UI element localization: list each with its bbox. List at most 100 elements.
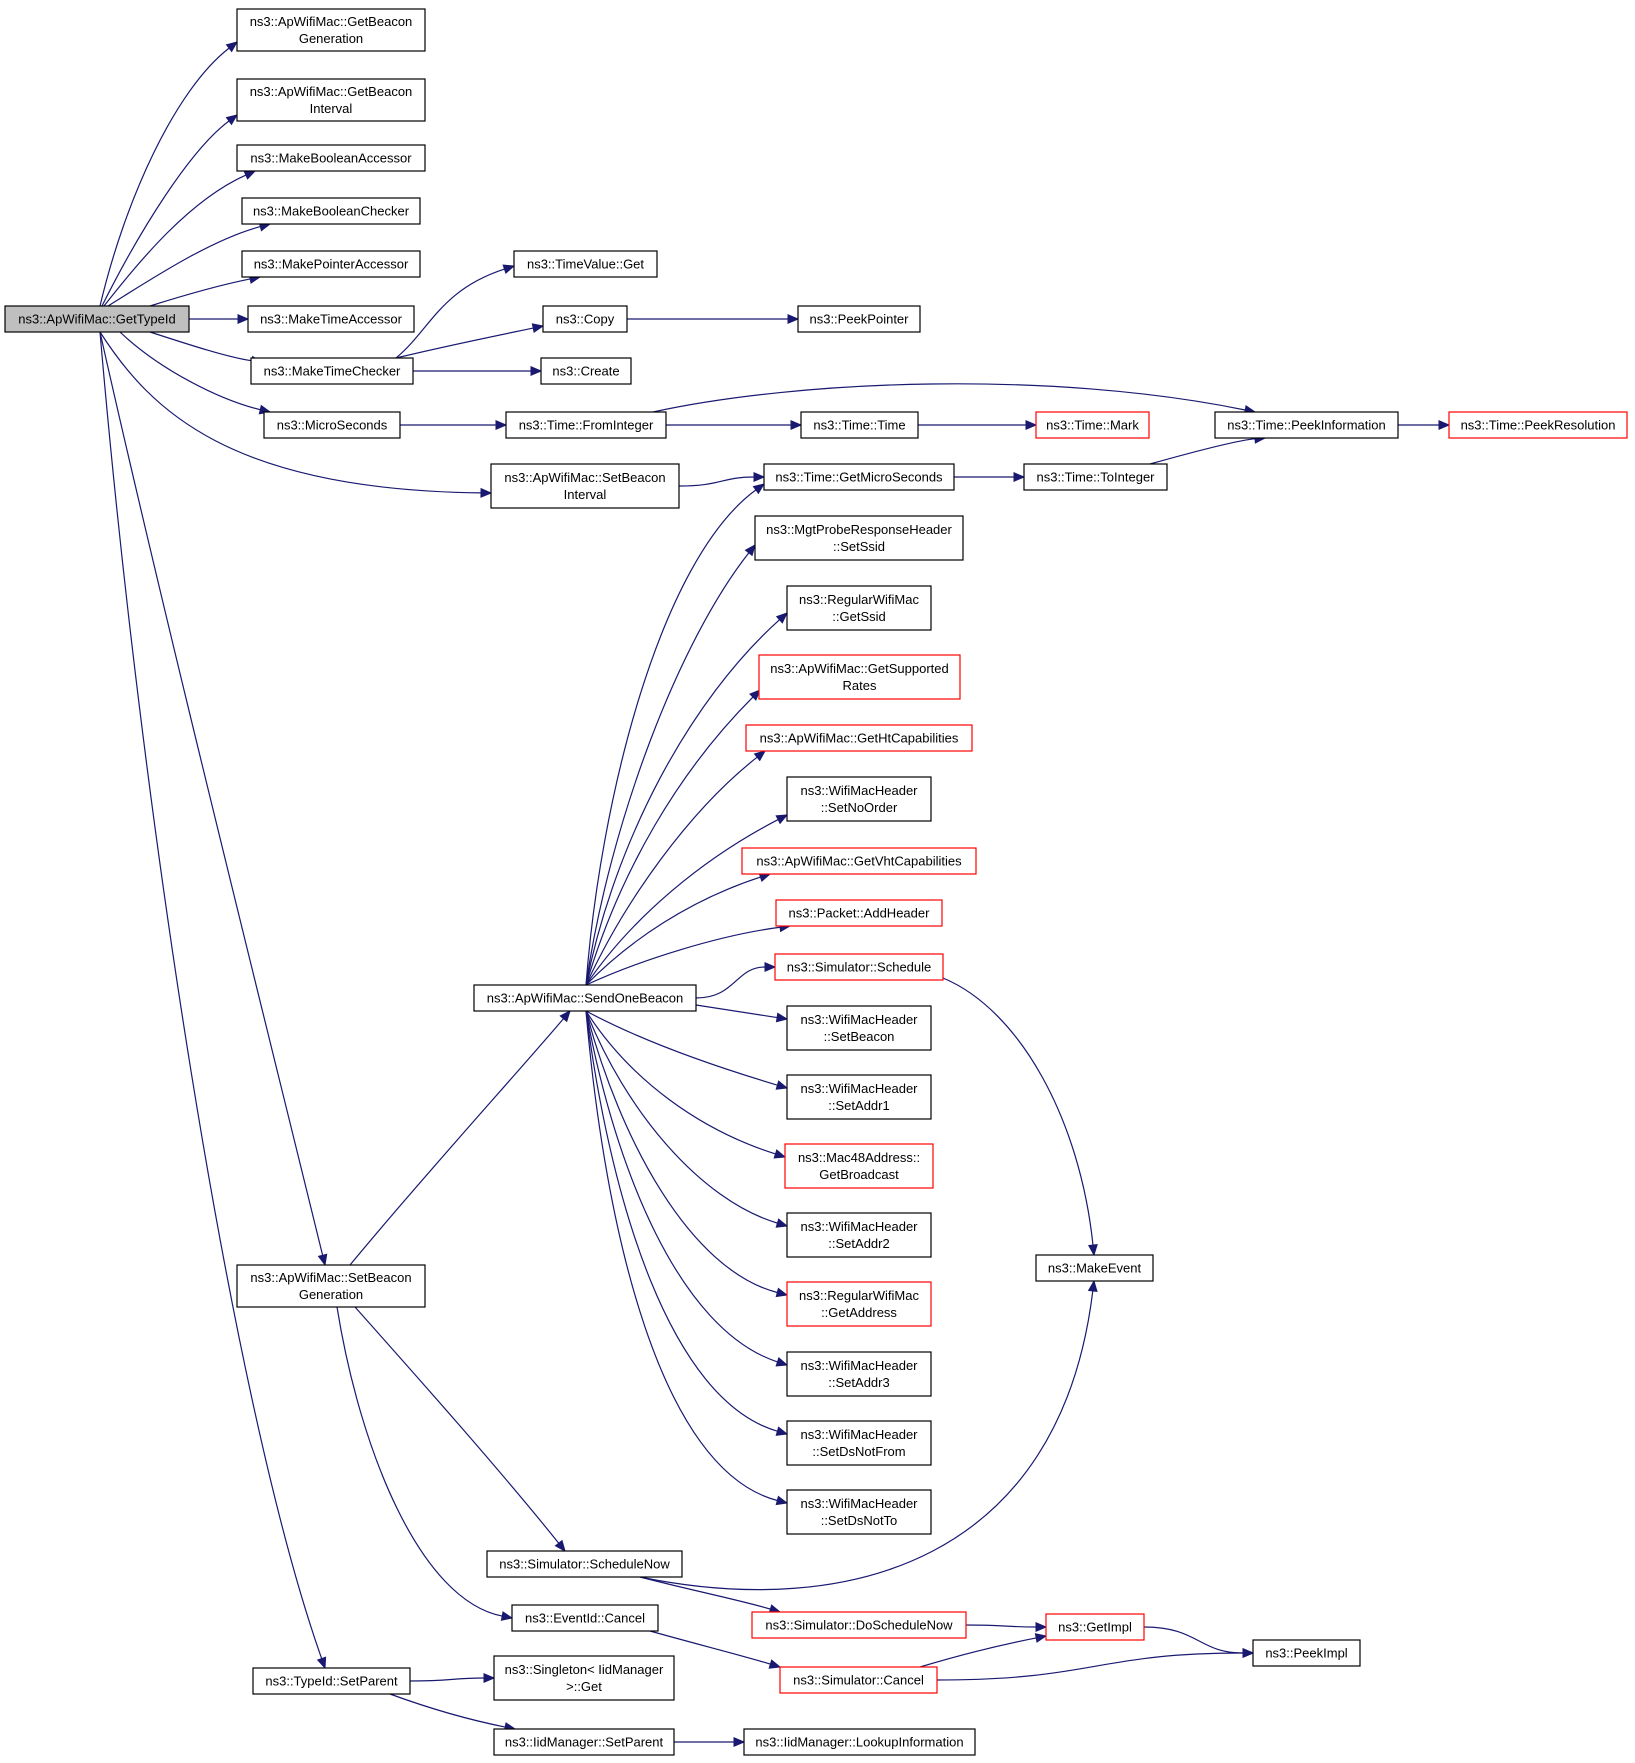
node-maketimechk[interactable]: ns3::MakeTimeChecker [250,357,414,385]
node-gettypeid[interactable]: ns3::ApWifiMac::GetTypeId [4,305,190,333]
node-makeboolchk[interactable]: ns3::MakeBooleanChecker [241,197,421,225]
edge-line [119,331,261,411]
node-setbeacon[interactable]: ns3::WifiMacHeader::SetBeacon [786,1005,932,1051]
edge-arrowhead [775,1287,789,1298]
node-setparent[interactable]: ns3::TypeId::SetParent [252,1667,411,1695]
node-makeboolacc[interactable]: ns3::MakeBooleanAccessor [236,144,426,172]
node-vhtcap[interactable]: ns3::ApWifiMac::GetVhtCapabilities [741,847,977,875]
edge-line [99,47,230,307]
node-mgtssid[interactable]: ns3::MgtProbeResponseHeader::SetSsid [754,515,964,561]
node-makeevent[interactable]: ns3::MakeEvent [1035,1254,1154,1282]
node-addheader[interactable]: ns3::Packet::AddHeader [775,899,943,927]
edge-line [649,1630,771,1665]
edge-line [585,696,754,986]
node-label: Generation [299,31,363,46]
node-schedulenow[interactable]: ns3::Simulator::ScheduleNow [486,1550,683,1578]
node-box [1035,411,1150,439]
node-copy[interactable]: ns3::Copy [542,305,628,333]
nodes-layer: ns3::ApWifiMac::GetTypeIdns3::ApWifiMac:… [4,8,1628,1756]
node-getaddress[interactable]: ns3::RegularWifiMac::GetAddress [786,1281,932,1327]
node-setdsnotfrom[interactable]: ns3::WifiMacHeader::SetDsNotFrom [786,1420,932,1466]
node-makeptracc[interactable]: ns3::MakePointerAccessor [241,250,421,278]
node-box [263,411,401,439]
edge-arrowhead [753,472,766,482]
node-label: ns3::Time::PeekInformation [1227,418,1385,433]
edge-line [103,174,247,307]
node-singletonget[interactable]: ns3::Singleton< IidManager>::Get [493,1655,675,1701]
edge-line [919,1637,1037,1668]
node-microseconds[interactable]: ns3::MicroSeconds [263,411,401,439]
node-label: ns3::GetImpl [1058,1620,1132,1635]
node-box [486,1550,683,1578]
edge-line [149,278,251,307]
edge-sendonebeacon-to-suprates [585,689,761,986]
node-label: ns3::ApWifiMac::SendOneBeacon [487,991,684,1006]
edge-setparent-to-singletonget [409,1673,496,1683]
edge-arrowhead [775,1080,789,1090]
node-getmicro[interactable]: ns3::Time::GetMicroSeconds [763,463,955,491]
node-simcancel[interactable]: ns3::Simulator::Cancel [779,1666,938,1694]
edge-fromint-to-timetime [665,420,803,430]
edge-sendonebeacon-to-regssid [585,612,788,986]
node-setaddr3[interactable]: ns3::WifiMacHeader::SetAddr3 [786,1351,932,1397]
node-label: ns3::IidManager::SetParent [505,1735,664,1750]
node-eventcancel[interactable]: ns3::EventId::Cancel [511,1604,659,1632]
node-peekinfo[interactable]: ns3::Time::PeekInformation [1214,411,1399,439]
node-sendonebeacon[interactable]: ns3::ApWifiMac::SendOneBeacon [473,984,697,1012]
node-box [797,305,921,333]
node-setdsnotto[interactable]: ns3::WifiMacHeader::SetDsNotTo [786,1489,932,1535]
node-label: ns3::Mac48Address:: [798,1150,920,1165]
node-box [745,724,973,752]
node-box [1214,411,1399,439]
node-label: ns3::WifiMacHeader [800,783,918,798]
node-label: ns3::Simulator::ScheduleNow [499,1557,670,1572]
node-label: ns3::ApWifiMac::GetHtCapabilities [760,731,959,746]
node-regssid[interactable]: ns3::RegularWifiMac::GetSsid [786,585,932,631]
node-getbroadcast[interactable]: ns3::Mac48Address::GetBroadcast [784,1143,934,1189]
node-box [741,847,977,875]
node-setnoorder[interactable]: ns3::WifiMacHeader::SetNoOrder [786,776,932,822]
edge-line [585,1010,776,1155]
edge-arrowhead [775,1218,789,1228]
edge-gettypeid-to-getbeacongen [99,41,239,307]
edge-timetime-to-timemark [917,420,1038,430]
edge-arrowhead [744,543,756,557]
node-label: ns3::ApWifiMac::SetBeacon [250,1270,411,1285]
edge-schedule-to-makeevent [942,977,1098,1257]
node-iidsetparent[interactable]: ns3::IidManager::SetParent [493,1728,675,1756]
edge-line [149,331,253,362]
node-timemark[interactable]: ns3::Time::Mark [1035,411,1150,439]
node-create[interactable]: ns3::Create [540,357,632,385]
edge-arrowhead [775,1426,789,1436]
node-schedule[interactable]: ns3::Simulator::Schedule [774,953,944,981]
edge-arrowhead [1035,1622,1048,1632]
edge-line [395,268,505,359]
node-iidlookup[interactable]: ns3::IidManager::LookupInformation [743,1728,976,1756]
node-peekpointer[interactable]: ns3::PeekPointer [797,305,921,333]
node-peekimpl[interactable]: ns3::PeekImpl [1252,1639,1361,1667]
node-setaddr2[interactable]: ns3::WifiMacHeader::SetAddr2 [786,1212,932,1258]
node-maketimeacc[interactable]: ns3::MakeTimeAccessor [247,305,415,333]
node-doschednow[interactable]: ns3::Simulator::DoScheduleNow [751,1611,967,1639]
node-htcap[interactable]: ns3::ApWifiMac::GetHtCapabilities [745,724,973,752]
node-peekres[interactable]: ns3::Time::PeekResolution [1448,411,1628,439]
node-setaddr1[interactable]: ns3::WifiMacHeader::SetAddr1 [786,1074,932,1120]
node-fromint[interactable]: ns3::Time::FromInteger [505,411,667,439]
edge-simcancel-to-getimpl [919,1633,1048,1668]
node-getimpl[interactable]: ns3::GetImpl [1045,1613,1145,1641]
edge-line [695,966,766,999]
node-timevalueget[interactable]: ns3::TimeValue::Get [513,250,658,278]
edge-gettypeid-to-makeptracc [149,274,262,307]
node-box [493,1655,675,1701]
node-label: ns3::Time::Time [813,418,905,433]
edge-line [585,1010,778,1294]
edge-simcancel-to-peekimpl [936,1648,1255,1681]
node-tointeger[interactable]: ns3::Time::ToInteger [1023,463,1168,491]
node-timetime[interactable]: ns3::Time::Time [800,411,919,439]
edge-arrowhead [1013,472,1026,482]
